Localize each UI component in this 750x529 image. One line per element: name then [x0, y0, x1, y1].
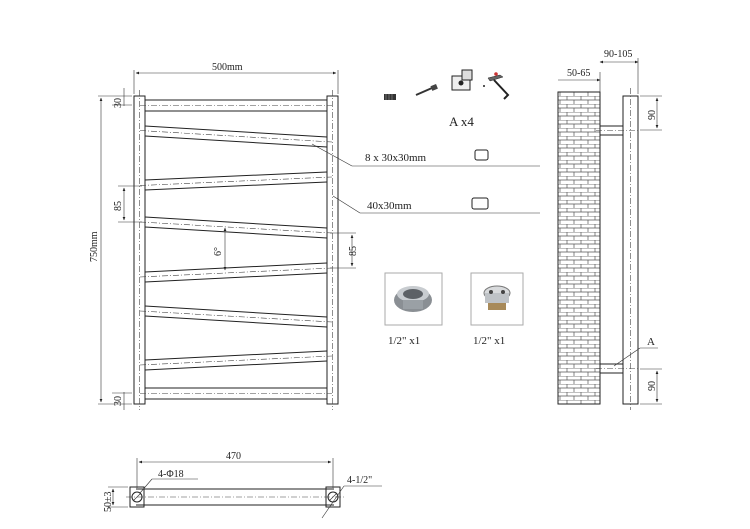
bolt-icon: [415, 84, 438, 96]
fitting-plug-label: 1/2" x1: [473, 335, 505, 347]
fitting-plug[interactable]: 1/2" x1: [470, 272, 524, 347]
left-gap-label: 85: [113, 201, 124, 211]
bottom-bar: [140, 387, 332, 400]
bracket-bottom-label: 90: [647, 381, 658, 391]
inlet-diameter-label: 4-Φ18: [158, 469, 184, 480]
frame-size-checkbox[interactable]: [471, 197, 489, 210]
bracket-top-label: 90: [647, 110, 658, 120]
tube-size-checkbox[interactable]: [474, 149, 489, 161]
hex-key-icon: [493, 79, 510, 100]
overall-width-label: 500mm: [212, 62, 243, 73]
overall-height-label: 750mm: [89, 231, 100, 262]
slanted-bars: [139, 125, 333, 371]
valve-fitting-icon: [394, 286, 432, 312]
side-view: 50-65 90-105 90 90 A: [557, 49, 662, 410]
projection-label: 90-105: [604, 49, 632, 60]
plug-fitting-icon: [483, 285, 511, 310]
brick-wall: [557, 91, 601, 405]
angle-label: 6°: [213, 247, 224, 256]
bottom-view: 470 4-Φ18 50±3 4-1/2": [103, 451, 382, 519]
anchor-pin-icon: [483, 72, 504, 87]
tube-size-label: 8 x 30x30mm: [365, 152, 427, 164]
fitting-valve[interactable]: 1/2" x1: [384, 272, 443, 347]
front-view: 500mm 750mm 30 30 85 85 6° 8 x 30x30mm: [89, 62, 540, 410]
mounting-kit-label: A x4: [449, 114, 474, 129]
thread-label: 4-1/2": [347, 475, 372, 486]
bracket-a-label: A: [647, 336, 655, 348]
screw-icon: [384, 94, 396, 100]
fittings: 1/2" x1 1/2" x1: [384, 272, 524, 347]
top-bar: [140, 99, 332, 112]
bracket-block-icon: [451, 69, 473, 91]
frame-size-label: 40x30mm: [367, 200, 412, 212]
top-spacing-label: 30: [113, 98, 124, 108]
center-distance-label: 470: [226, 451, 241, 462]
right-gap-label: 85: [348, 246, 359, 256]
depth-label: 50±3: [103, 492, 114, 513]
bottom-spacing-label: 30: [113, 396, 124, 406]
left-inlet-icon: [131, 491, 143, 503]
fitting-valve-label: 1/2" x1: [388, 335, 420, 347]
mounting-kit: A x4: [384, 69, 510, 129]
wall-offset-label: 50-65: [567, 68, 590, 79]
